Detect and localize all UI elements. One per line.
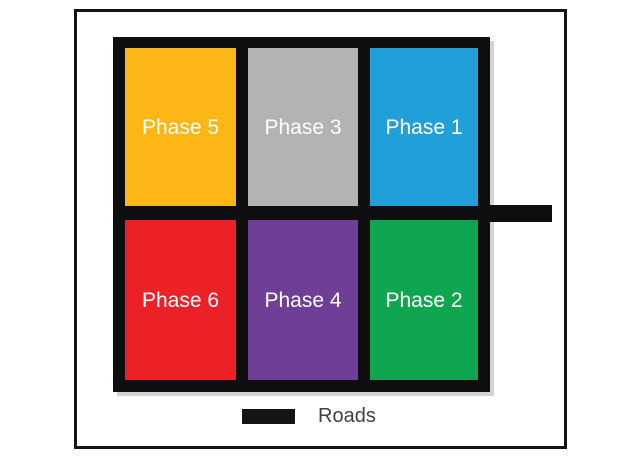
phase-grid: Phase 5 Phase 3 Phase 1 Phase 6 Phase 4 … xyxy=(113,37,490,392)
phase-label-1: Phase 1 xyxy=(385,115,463,139)
phase-cell-5: Phase 5 xyxy=(125,48,236,206)
phase-cell-3: Phase 3 xyxy=(248,48,358,206)
phase-cell-6: Phase 6 xyxy=(125,220,236,380)
phase-label-6: Phase 6 xyxy=(141,288,220,312)
phase-label-5: Phase 5 xyxy=(141,115,220,139)
phase-label-2: Phase 2 xyxy=(385,288,463,312)
legend: Roads xyxy=(242,406,376,426)
phase-cell-1: Phase 1 xyxy=(370,48,478,206)
phase-cell-2: Phase 2 xyxy=(370,220,478,380)
road-legend-swatch xyxy=(242,408,295,424)
road-stub-east xyxy=(487,205,552,222)
phase-label-3: Phase 3 xyxy=(264,115,342,139)
phase-label-4: Phase 4 xyxy=(264,288,342,312)
phase-cell-4: Phase 4 xyxy=(248,220,358,380)
legend-label: Roads xyxy=(318,405,376,427)
